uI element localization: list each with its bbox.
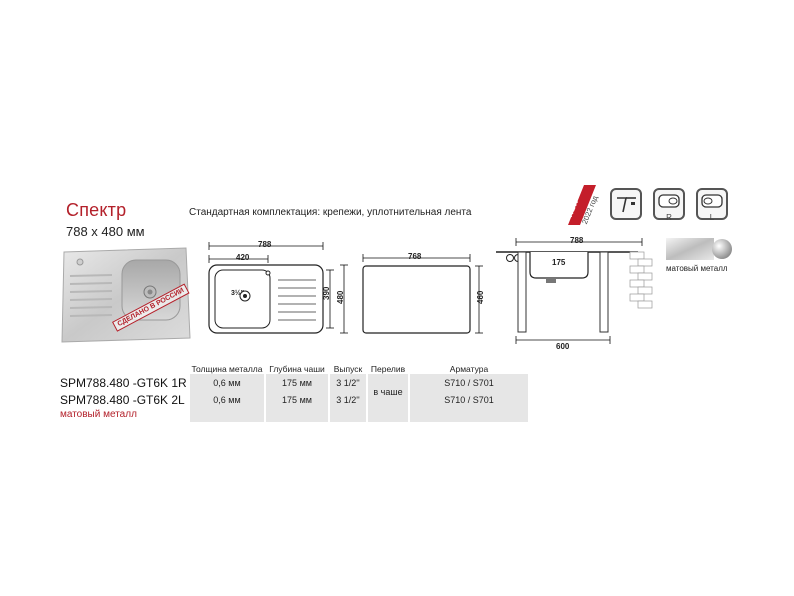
sku-row-1: SPM788.480 -GT6K 1R xyxy=(60,376,187,390)
row1-fittings: S710 / S701 xyxy=(444,378,494,388)
col-overflow: Перелив xyxy=(370,364,406,374)
dim-depth-inner: 390 xyxy=(322,286,331,300)
right-bowl-icon: R xyxy=(653,188,685,222)
col-bg-depth xyxy=(266,374,328,422)
col-outlet: Выпуск xyxy=(333,364,363,374)
row2-thickness: 0,6 мм xyxy=(213,395,241,405)
row1-depth: 175 мм xyxy=(282,378,312,388)
left-bowl-icon: L xyxy=(696,188,728,222)
new-badge xyxy=(568,185,596,225)
row2-outlet: 3 1/2'' xyxy=(336,395,360,405)
cutout-width: 768 xyxy=(408,252,422,261)
left-bowl-label: L xyxy=(709,213,715,222)
overflow-value: в чаше xyxy=(373,387,403,397)
col-bg-fittings xyxy=(410,374,528,422)
dim-width: 788 xyxy=(258,240,272,249)
product-size: 788 х 480 мм xyxy=(66,224,145,239)
col-bg-overflow xyxy=(368,374,408,422)
product-title: Спектр xyxy=(66,200,127,220)
col-fittings: Арматура xyxy=(449,364,489,374)
cutout-drawing xyxy=(362,254,483,334)
right-bowl-label: R xyxy=(666,213,672,222)
mounting-icon xyxy=(610,188,642,220)
sku-row-2: SPM788.480 -GT6K 2L xyxy=(60,393,185,407)
col-depth: Глубина чаши xyxy=(269,364,325,374)
finish-label: матовый металл xyxy=(666,264,728,273)
top-view-drawing xyxy=(208,242,348,334)
cutout-height: 460 xyxy=(476,290,485,304)
cabinet-width: 788 xyxy=(570,236,584,245)
dim-bowl: 420 xyxy=(236,253,250,262)
completeness-text: Стандартная комплектация: крепежи, уплот… xyxy=(189,207,472,218)
col-bg-thickness xyxy=(190,374,264,422)
cabinet-drawing xyxy=(496,238,653,344)
row1-outlet: 3 1/2'' xyxy=(336,378,360,388)
dim-depth-outer: 480 xyxy=(336,290,345,304)
dim-drain: 3½" xyxy=(231,290,245,297)
cabinet-base-width: 600 xyxy=(556,342,570,351)
cabinet-bowl-depth: 175 xyxy=(552,258,566,267)
row2-depth: 175 мм xyxy=(282,395,312,405)
row2-fittings: S710 / S701 xyxy=(444,395,494,405)
finish-swatch xyxy=(666,238,732,260)
col-bg-outlet xyxy=(330,374,366,422)
row1-thickness: 0,6 мм xyxy=(213,378,241,388)
col-thickness: Толщина металла xyxy=(191,364,263,374)
finish-subtitle: матовый металл xyxy=(60,409,137,420)
